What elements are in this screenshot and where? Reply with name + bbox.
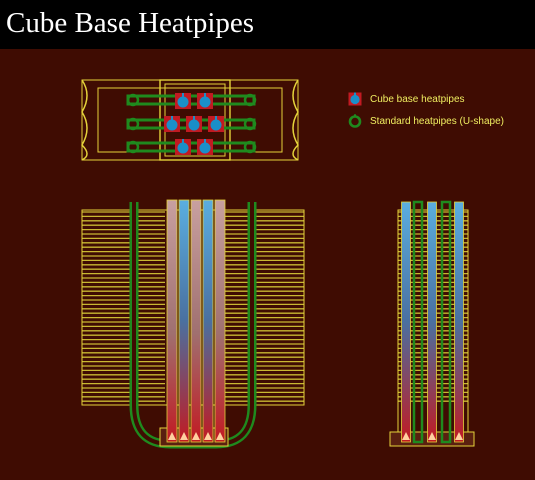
front-view <box>81 199 305 449</box>
heatsink-diagram <box>81 79 475 449</box>
page-title: Cube Base Heatpipes <box>6 7 255 39</box>
side-view <box>389 200 475 447</box>
diagram-area: Cube base heatpipes Standard heatpipes (… <box>0 49 535 480</box>
cube-base-heatpipe-icon <box>348 92 362 106</box>
cube-heatpipe-side-1 <box>401 201 411 443</box>
standard-pipe-end-right <box>243 93 257 107</box>
cube-heatpipe-front-2 <box>178 199 190 443</box>
cube-heatpipe-side-3 <box>454 201 464 443</box>
legend-item-cube-base: Cube base heatpipes <box>348 91 465 107</box>
top-view-left-edge <box>81 79 88 161</box>
title-bar: Cube Base Heatpipes <box>0 0 535 49</box>
cube-heatpipe-front-5 <box>214 199 226 443</box>
legend-label-cube-base: Cube base heatpipes <box>370 93 465 105</box>
standard-heatpipe-side-1 <box>412 200 424 444</box>
standard-pipe-end-right <box>243 117 257 131</box>
cube-heatpipe-side-2 <box>427 201 437 443</box>
u-shape-heatpipe-icon <box>348 114 362 128</box>
standard-pipe-end-left <box>126 117 140 131</box>
top-view-right-edge <box>292 79 299 161</box>
cube-heatpipe-front-3 <box>190 199 202 443</box>
standard-pipe-end-left <box>126 93 140 107</box>
cube-heatpipe-front-1 <box>166 199 178 443</box>
legend-label-standard: Standard heatpipes (U-shape) <box>370 115 504 127</box>
standard-heatpipe-side-2 <box>440 200 452 444</box>
top-view <box>81 79 299 161</box>
standard-pipe-end-left <box>126 140 140 154</box>
cube-heatpipe-front-4 <box>202 199 214 443</box>
legend-item-standard: Standard heatpipes (U-shape) <box>348 113 504 129</box>
standard-pipe-end-right <box>243 140 257 154</box>
